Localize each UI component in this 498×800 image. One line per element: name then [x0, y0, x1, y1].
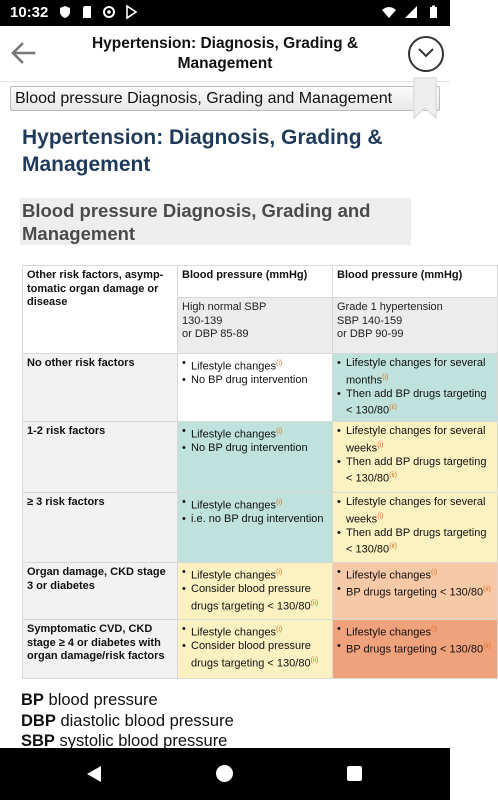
reference-link[interactable]: (i) — [276, 569, 283, 577]
table-cell: Lifestyle changes(i) Consider blood pres… — [177, 562, 333, 621]
reference-link[interactable]: (ii) — [389, 472, 397, 480]
bp-management-table[interactable]: Other risk factors, asymp­tomatic organ … — [22, 265, 498, 680]
table-subheader-grade1: Grade 1 hypertension SBP 140-159 or DBP … — [332, 297, 498, 354]
reference-link[interactable]: (i) — [431, 569, 438, 577]
table-cell: Lifestyle changes(i) No BP drug interven… — [177, 421, 333, 494]
table-cell: Lifestyle changes for several months(i) … — [332, 352, 498, 423]
table-header-bp: Blood pressure (mmHg) — [332, 265, 498, 298]
battery-icon — [430, 5, 437, 18]
reference-link[interactable]: (i) — [276, 360, 283, 367]
nav-back-icon[interactable] — [86, 765, 102, 783]
row-label: Organ damage, CKD stage 3 or diabetes — [22, 562, 178, 621]
shield-icon — [60, 6, 70, 18]
table-row: No other risk factors Lifestyle changes(… — [22, 352, 498, 423]
reference-link[interactable]: (ii) — [483, 586, 491, 594]
table-row: ≥ 3 risk factors Lifestyle changes(i) i.… — [22, 492, 498, 564]
signal-icon — [405, 6, 417, 18]
table-cell: Lifestyle changes(i) No BP drug interven… — [177, 352, 333, 423]
system-nav-bar — [0, 748, 450, 800]
status-bar: 10:32 — [0, 0, 450, 26]
expand-button[interactable] — [408, 36, 444, 72]
arrow-left-icon — [11, 42, 36, 64]
row-label: 1-2 risk factors — [22, 421, 178, 494]
nav-home-icon[interactable] — [216, 765, 233, 782]
app-bar: Hypertension: Diagnosis, Grading & Manag… — [0, 26, 450, 82]
wifi-icon — [382, 7, 396, 18]
reference-link[interactable]: (i) — [377, 441, 384, 449]
reference-link[interactable]: (ii) — [389, 404, 397, 412]
table-cell: Lifestyle changes(i) BP drugs targeting … — [332, 619, 498, 680]
abbreviation-item: SBP systolic blood pressure — [21, 732, 228, 750]
table-header-bp: Blood pressure (mmHg) — [177, 265, 333, 298]
status-time: 10:32 — [10, 4, 49, 21]
sync-icon — [103, 6, 115, 18]
sd-card-icon — [83, 6, 91, 18]
table-cell: Lifestyle changes(i) i.e. no BP drug int… — [177, 492, 333, 564]
abbreviations-list: BP blood pressure DBP diastolic blood pr… — [21, 690, 234, 752]
bookmark-icon[interactable] — [412, 76, 438, 120]
reference-link[interactable]: (i) — [276, 428, 283, 436]
reference-link[interactable]: (i) — [276, 499, 283, 507]
reference-link[interactable]: (ii) — [310, 599, 319, 607]
reference-link[interactable]: (ii) — [483, 643, 491, 651]
reference-link[interactable]: (i) — [431, 626, 438, 634]
reference-link[interactable]: (i) — [382, 373, 389, 381]
play-store-icon — [126, 4, 138, 20]
reference-link[interactable]: (ii) — [389, 543, 397, 551]
abbreviation-item: BP blood pressure — [21, 691, 158, 709]
row-label: ≥ 3 risk factors — [22, 492, 178, 564]
table-cell: Lifestyle changes for several weeks(i) T… — [332, 421, 498, 494]
app-title: Hypertension: Diagnosis, Grading & Manag… — [91, 35, 359, 72]
table-row: Symptomatic CVD, CKD stage ≥ 4 or diabet… — [22, 619, 498, 680]
table-cell: Lifestyle changes(i) BP drugs targeting … — [332, 562, 498, 621]
table-subheader-high-normal: High normal SBP 130-139 or DBP 85-89 — [177, 297, 333, 354]
table-cell: Lifestyle changes for several weeks(i) T… — [332, 492, 498, 564]
section-select-value: Blood pressure Diagnosis, Grading and Ma… — [15, 90, 393, 107]
reference-link[interactable]: (i) — [276, 626, 283, 634]
back-button[interactable] — [6, 36, 40, 70]
page-heading: Hypertension: Diagnosis, Grading & Manag… — [22, 126, 383, 176]
table-row: 1-2 risk factors Lifestyle changes(i) No… — [22, 421, 498, 494]
table-cell: Lifestyle changes(i) Consider blood pres… — [177, 619, 333, 680]
row-label: Symptomatic CVD, CKD stage ≥ 4 or diabet… — [22, 619, 178, 680]
reference-link[interactable]: (ii) — [310, 656, 319, 664]
section-select[interactable]: Blood pressure Diagnosis, Grading and Ma… — [10, 86, 440, 111]
reference-link[interactable]: (i) — [377, 512, 384, 520]
chevron-down-icon — [418, 48, 434, 58]
table-row: Organ damage, CKD stage 3 or diabetes Li… — [22, 562, 498, 621]
nav-recent-icon[interactable] — [347, 766, 362, 781]
row-label: No other risk factors — [22, 352, 178, 423]
table-header-risk-factors: Other risk factors, asymp­tomatic organ … — [22, 265, 178, 354]
abbreviation-item: DBP diastolic blood pressure — [21, 711, 234, 730]
section-heading: Blood pressure Diagnosis, Grading and Ma… — [20, 198, 411, 245]
